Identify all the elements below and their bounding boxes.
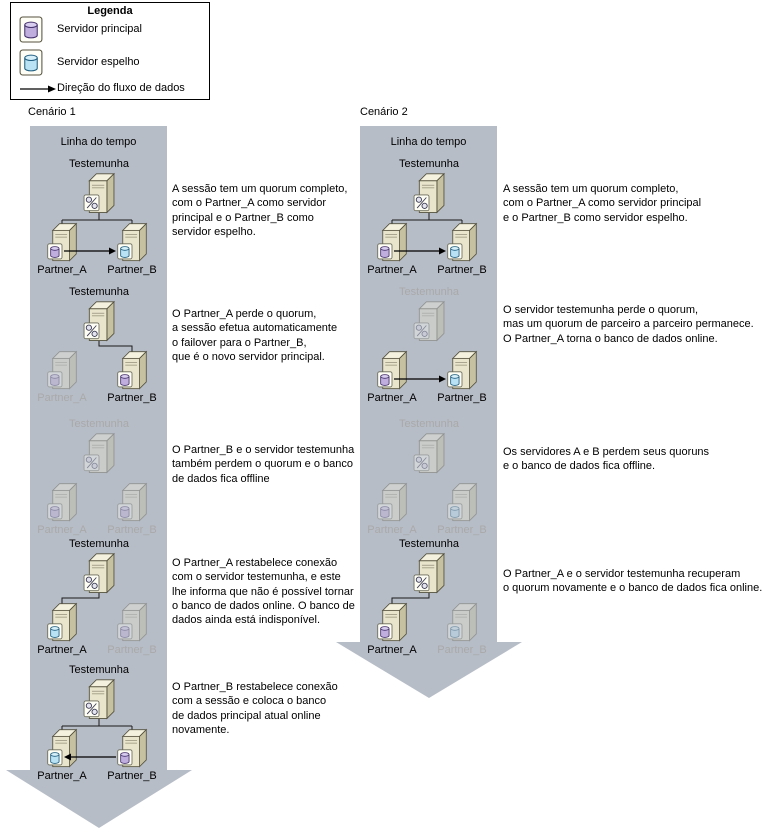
timeline-label-scenario1: Linha do tempo — [60, 136, 137, 148]
partner-b-label: Partner_B — [107, 524, 157, 536]
partner-a-label: Partner_A — [367, 524, 417, 536]
s2-stage-2-description: O servidor testemunha perde o quorum, ma… — [503, 304, 754, 345]
witness-server-icon — [84, 174, 114, 213]
s1-stage-3: Testemunha Partner_A Partner_B — [24, 418, 174, 538]
partner-a-offline-icon — [378, 484, 407, 521]
timeline-label-scenario2: Linha do tempo — [390, 136, 467, 148]
partner-a-mirror-icon — [48, 604, 77, 641]
witness-label: Testemunha — [69, 286, 129, 298]
servers-graphic — [24, 678, 174, 770]
partner-a-principal-icon — [378, 352, 407, 389]
legend-box: Legenda Servidor principal Servidor espe… — [10, 2, 210, 100]
witness-server-icon — [84, 680, 114, 719]
partner-a-label: Partner_A — [37, 264, 87, 276]
s1-stage-4-description: O Partner_A restabelece conexão com o se… — [172, 557, 355, 627]
partner-b-principal-icon — [118, 352, 147, 389]
servers-graphic — [24, 172, 174, 264]
dataflow-arrow-right — [394, 375, 446, 383]
witness-label: Testemunha — [399, 158, 459, 170]
partner-b-principal-icon — [118, 730, 147, 767]
s2-stage-2: Testemunha Partner_A Partner_B — [354, 286, 504, 406]
witness-label: Testemunha — [399, 418, 459, 430]
legend-label-flow: Direção do fluxo de dados — [57, 82, 185, 94]
servers-graphic — [24, 552, 174, 644]
partner-a-label: Partner_A — [367, 264, 417, 276]
s1-stage-5: Testemunha Partner_A Partner_B — [24, 664, 174, 784]
partner-b-mirror-icon — [118, 224, 147, 261]
s1-stage-5-description: O Partner_B restabelece conexão com a se… — [172, 681, 338, 736]
s1-stage-3-description: O Partner_B e o servidor testemunha tamb… — [172, 444, 355, 485]
witness-label: Testemunha — [69, 418, 129, 430]
s1-stage-2: Testemunha Partner_A Partner_B — [24, 286, 174, 406]
partner-b-label: Partner_B — [107, 644, 157, 656]
s2-stage-1-description: A sessão tem um quorum completo, com o P… — [503, 183, 702, 224]
s2-stage-3: Testemunha Partner_A Partner_B — [354, 418, 504, 538]
partner-b-label: Partner_B — [437, 524, 487, 536]
partner-b-offline-icon — [118, 604, 147, 641]
legend-label-mirror: Servidor espelho — [57, 56, 140, 68]
partner-a-label: Partner_A — [37, 644, 87, 656]
witness-server-icon — [414, 174, 444, 213]
servers-graphic — [354, 432, 504, 524]
witness-offline-icon — [84, 434, 114, 473]
partner-a-offline-icon — [48, 484, 77, 521]
partner-b-label: Partner_B — [437, 392, 487, 404]
partner-a-principal-icon — [378, 604, 407, 641]
witness-server-icon — [414, 554, 444, 593]
partner-b-label: Partner_B — [437, 264, 487, 276]
partner-b-label: Partner_B — [437, 644, 487, 656]
partner-a-principal-icon — [48, 224, 77, 261]
timeline-arrowhead-scenario1 — [6, 770, 192, 828]
scenario2-title: Cenário 2 — [360, 106, 408, 118]
witness-offline-icon — [414, 302, 444, 341]
witness-label: Testemunha — [399, 286, 459, 298]
witness-label: Testemunha — [399, 538, 459, 550]
partner-a-offline-icon — [48, 352, 77, 389]
s2-stage-1: Testemunha Partner_A Partner_B — [354, 158, 504, 278]
servers-graphic — [24, 432, 174, 524]
scenario1-title: Cenário 1 — [28, 106, 76, 118]
s1-stage-2-description: O Partner_A perde o quorum, a sessão efe… — [172, 308, 338, 363]
s1-stage-1-description: A sessão tem um quorum completo, com o P… — [172, 183, 348, 238]
partner-a-label: Partner_A — [37, 524, 87, 536]
partner-a-label: Partner_A — [367, 392, 417, 404]
s1-stage-4: Testemunha Partner_A Partner_B — [24, 538, 174, 658]
partner-b-label: Partner_B — [107, 264, 157, 276]
legend-title: Legenda — [87, 5, 133, 17]
s2-stage-3-description: Os servidores A e B perdem seus quoruns … — [503, 446, 710, 473]
servers-graphic — [354, 552, 504, 644]
partner-b-offline-icon — [118, 484, 147, 521]
dataflow-arrow-right — [394, 247, 446, 255]
s1-stage-1: Testemunha Partner_A Partner_B — [24, 158, 174, 278]
partner-a-mirror-icon — [48, 730, 77, 767]
partner-a-label: Partner_A — [37, 392, 87, 404]
partner-b-label: Partner_B — [107, 770, 157, 782]
partner-b-mirror-icon — [448, 352, 477, 389]
witness-server-icon — [84, 554, 114, 593]
witness-label: Testemunha — [69, 158, 129, 170]
s2-stage-4: Testemunha Partner_A Partner_B — [354, 538, 504, 658]
principal-server-icon — [19, 16, 43, 43]
partner-b-offline-icon — [448, 484, 477, 521]
partner-b-label: Partner_B — [107, 392, 157, 404]
timeline-arrowhead-scenario2 — [336, 642, 522, 698]
partner-a-label: Partner_A — [367, 644, 417, 656]
partner-b-mirror-icon — [448, 224, 477, 261]
partner-a-label: Partner_A — [37, 770, 87, 782]
partner-a-principal-icon — [378, 224, 407, 261]
dataflow-arrow-left — [64, 753, 116, 761]
servers-graphic — [354, 300, 504, 392]
witness-server-icon — [84, 302, 114, 341]
witness-offline-icon — [414, 434, 444, 473]
witness-label: Testemunha — [69, 664, 129, 676]
legend-label-principal: Servidor principal — [57, 23, 142, 35]
witness-label: Testemunha — [69, 538, 129, 550]
s2-stage-4-description: O Partner_A e o servidor testemunha recu… — [503, 568, 763, 595]
flow-arrow-icon — [20, 85, 56, 93]
servers-graphic — [24, 300, 174, 392]
partner-b-offline-icon — [448, 604, 477, 641]
servers-graphic — [354, 172, 504, 264]
mirror-server-icon — [19, 49, 43, 76]
dataflow-arrow-right — [64, 247, 116, 255]
